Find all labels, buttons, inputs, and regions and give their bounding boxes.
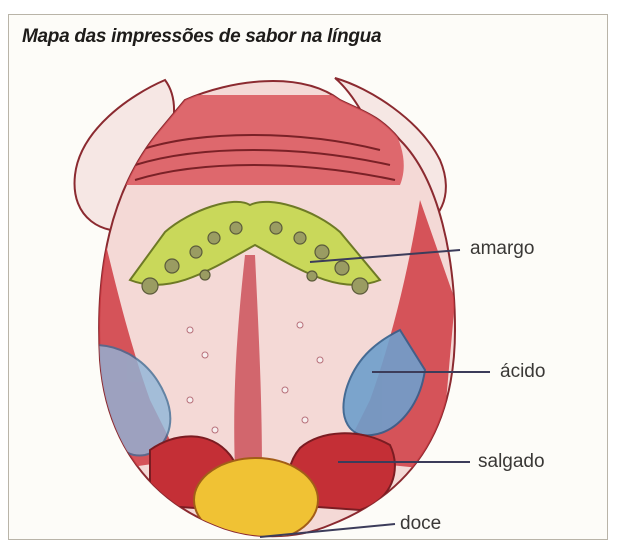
label-salgado: salgado	[478, 451, 545, 472]
label-acido: ácido	[500, 361, 545, 382]
label-doce: doce	[400, 513, 441, 534]
sweet-zone	[194, 458, 318, 542]
label-amargo: amargo	[470, 238, 534, 259]
